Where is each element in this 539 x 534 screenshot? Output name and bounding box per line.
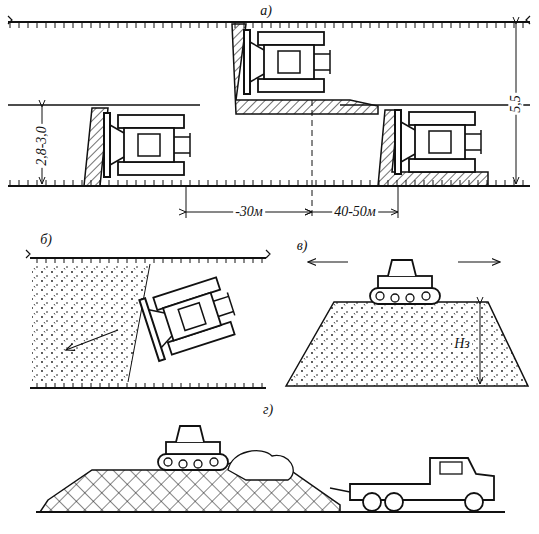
- panel-letter: а): [258, 3, 274, 18]
- dimension-label: 2,8-3,0: [34, 124, 49, 168]
- dimension-label: 40-50м: [332, 204, 378, 219]
- dimension-label: 5,5: [508, 93, 523, 115]
- dimension-label: -30м: [233, 204, 265, 219]
- panel-letter: б): [38, 232, 54, 247]
- dimension-label: Нз: [452, 336, 472, 351]
- panel-letter: в): [295, 238, 310, 253]
- panel-letter: г): [261, 402, 275, 417]
